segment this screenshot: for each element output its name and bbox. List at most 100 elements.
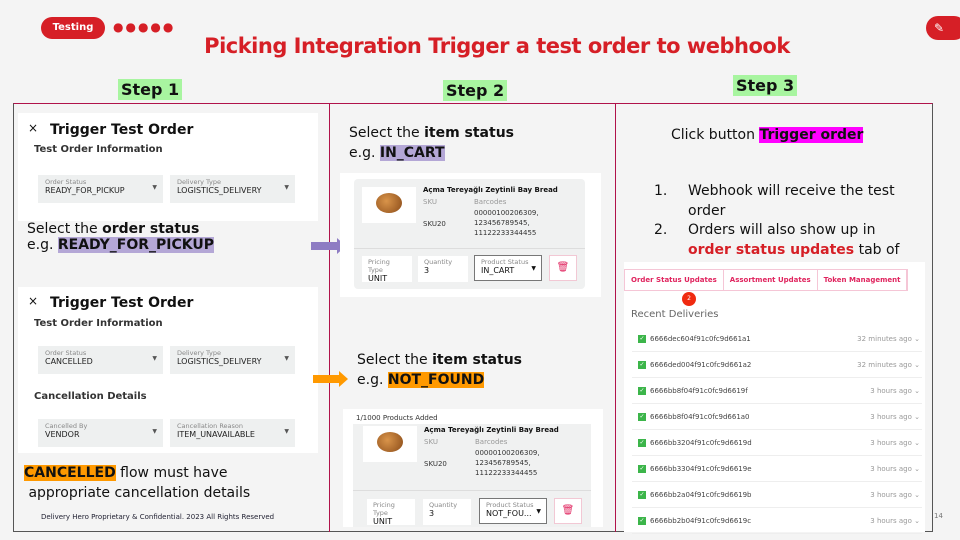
chevron-down-icon[interactable]: ⌄ [914,335,920,343]
section-title: Test Order Information [34,144,163,155]
chevron-down-icon[interactable]: ⌄ [914,517,920,525]
dialog-cancelled: × Trigger Test Order Test Order Informat… [18,287,318,453]
tab-bar: Order Status Updates Assortment Updates … [624,269,909,291]
chevron-down-icon[interactable]: ⌄ [914,361,920,369]
sku-label: SKU [423,198,437,206]
chevron-down-icon: ▼ [152,355,157,362]
dialog-title: Trigger Test Order [50,122,194,138]
dialog-title: Trigger Test Order [50,295,194,311]
progress-dots: ●●●●● [113,20,176,34]
divider [329,103,330,532]
chevron-down-icon[interactable]: ⌄ [914,387,920,395]
field-value: READY_FOR_PICKUP [45,186,125,195]
field-label: Delivery Type [177,178,221,186]
order-updates-panel [624,262,925,532]
sku-value: SKU20 [424,460,447,468]
tab-token-management[interactable]: Token Management [818,270,908,290]
section-badge: Testing [41,17,105,39]
field-value: LOGISTICS_DELIVERY [177,357,262,366]
chevron-down-icon: ▼ [284,428,289,435]
footer-copyright: Delivery Hero Proprietary & Confidential… [41,513,275,521]
step-3-label: Step 3 [733,75,798,96]
field-label: Order Status [45,349,87,357]
field-label: Delivery Type [177,349,221,357]
delivery-row[interactable]: ✓ 6666ded004f91c0fc9d661a2 32 minutes ago … [632,352,922,378]
delivery-row[interactable]: ✓ 6666dec604f91c0fc9d661a1 32 minutes ago … [632,326,922,352]
barcodes-label: Barcodes [474,198,507,206]
delivery-id: 6666dec604f91c0fc9d661a1 [650,335,751,343]
page-number: 14 [934,512,943,520]
page-title: Picking Integration Trigger a test order… [204,34,790,58]
recent-deliveries-title: Recent Deliveries [631,309,719,320]
step-1-label: Step 1 [118,79,183,100]
field-value: ITEM_UNAVAILABLE [177,430,255,439]
step3-instruction: Click button Trigger order [671,127,864,143]
tab-assortment-updates[interactable]: Assortment Updates [724,270,818,290]
products-added-count: 1/1000 Products Added [356,414,438,422]
divider [615,103,616,532]
count-badge: 2 [682,292,696,306]
delivery-time: 32 minutes ago ⌄ [857,335,920,343]
check-icon: ✓ [638,439,646,447]
delivery-id: 6666bb3204f91c0fc9d6619d [650,439,752,447]
steps-frame [13,103,933,532]
chevron-down-icon: ▼ [284,184,289,191]
check-icon: ✓ [638,387,646,395]
sku-label: SKU [424,438,438,446]
chevron-down-icon[interactable]: ⌄ [914,491,920,499]
chevron-down-icon[interactable]: ⌄ [914,413,920,421]
chevron-down-icon[interactable]: ⌄ [914,439,920,447]
check-icon: ✓ [638,335,646,343]
check-icon: ✓ [638,413,646,421]
step3-list: 1.Webhook will receive the test order 2.… [654,183,900,258]
product-card-in-cart: Açma Tereyağlı Zeytinli Bay Bread SKU SK… [340,173,601,297]
product-image [362,187,416,223]
delete-icon[interactable]: 🗑 [549,255,577,281]
delivery-time: 3 hours ago ⌄ [870,491,920,499]
product-name: Açma Tereyağlı Zeytinli Bay Bread [423,186,558,194]
check-icon: ✓ [638,465,646,473]
barcodes-label: Barcodes [475,438,508,446]
field-label: Cancellation Reason [177,422,244,430]
barcodes-value: 00000100206309,123456789545,111222333444… [474,209,539,237]
chevron-down-icon[interactable]: ⌄ [914,465,920,473]
chevron-down-icon: ▼ [152,184,157,191]
field-value: CANCELLED [45,357,93,366]
delivery-id: 6666bb3304f91c0fc9d6619e [650,465,752,473]
field-label: Order Status [45,178,87,186]
delivery-id: 6666ded004f91c0fc9d661a2 [650,361,752,369]
field-value: VENDOR [45,430,80,439]
delivery-id: 6666bb8f04f91c0fc9d6619f [650,387,748,395]
section-title: Cancellation Details [34,391,147,402]
delete-icon[interactable]: 🗑 [554,498,582,524]
check-icon: ✓ [638,361,646,369]
delivery-time: 32 minutes ago ⌄ [857,361,920,369]
chevron-down-icon: ▼ [152,428,157,435]
step1-caption-2: CANCELLED flow must have appropriate can… [24,465,251,501]
arrow-right-icon [311,242,337,250]
close-icon[interactable]: × [28,294,39,308]
tab-order-status-updates[interactable]: Order Status Updates [625,270,724,290]
close-icon[interactable]: × [28,121,39,135]
